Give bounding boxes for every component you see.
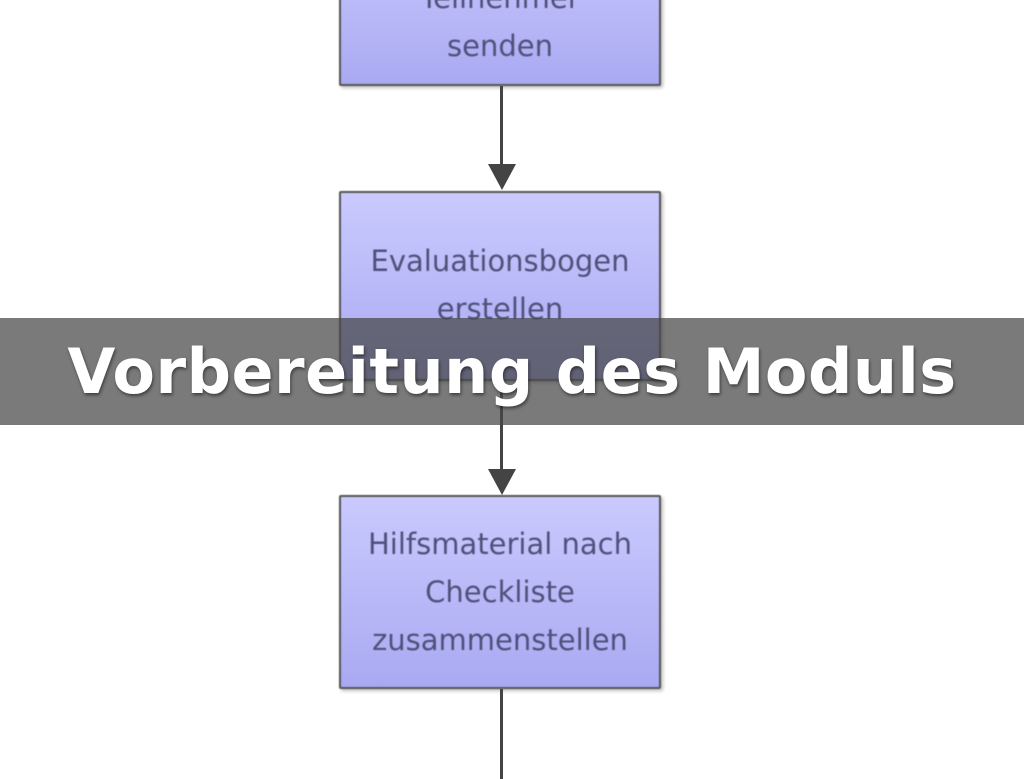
step-text: Hilfsmaterial nach [368, 527, 632, 561]
arrow-head-icon [488, 469, 516, 495]
step-text: senden [447, 29, 553, 63]
step-text: Evaluationsbogen [370, 244, 630, 278]
arrow-head-icon [488, 164, 516, 190]
step-text: Teilnehmer [420, 0, 579, 22]
slide-title: Vorbereitung des Moduls [67, 335, 957, 408]
step-text: Checkliste [425, 575, 575, 609]
title-banner: Vorbereitung des Moduls [0, 318, 1024, 425]
step-text: zusammenstellen [372, 623, 628, 657]
connector-arrow [500, 86, 503, 166]
connector-arrow [500, 689, 503, 779]
connector-arrow [500, 381, 503, 471]
flow-step-hilfsmaterial: Hilfsmaterial nach Checkliste zusammenst… [339, 495, 661, 689]
flow-step-teilnehmer-senden: Teilnehmer senden [339, 0, 661, 86]
